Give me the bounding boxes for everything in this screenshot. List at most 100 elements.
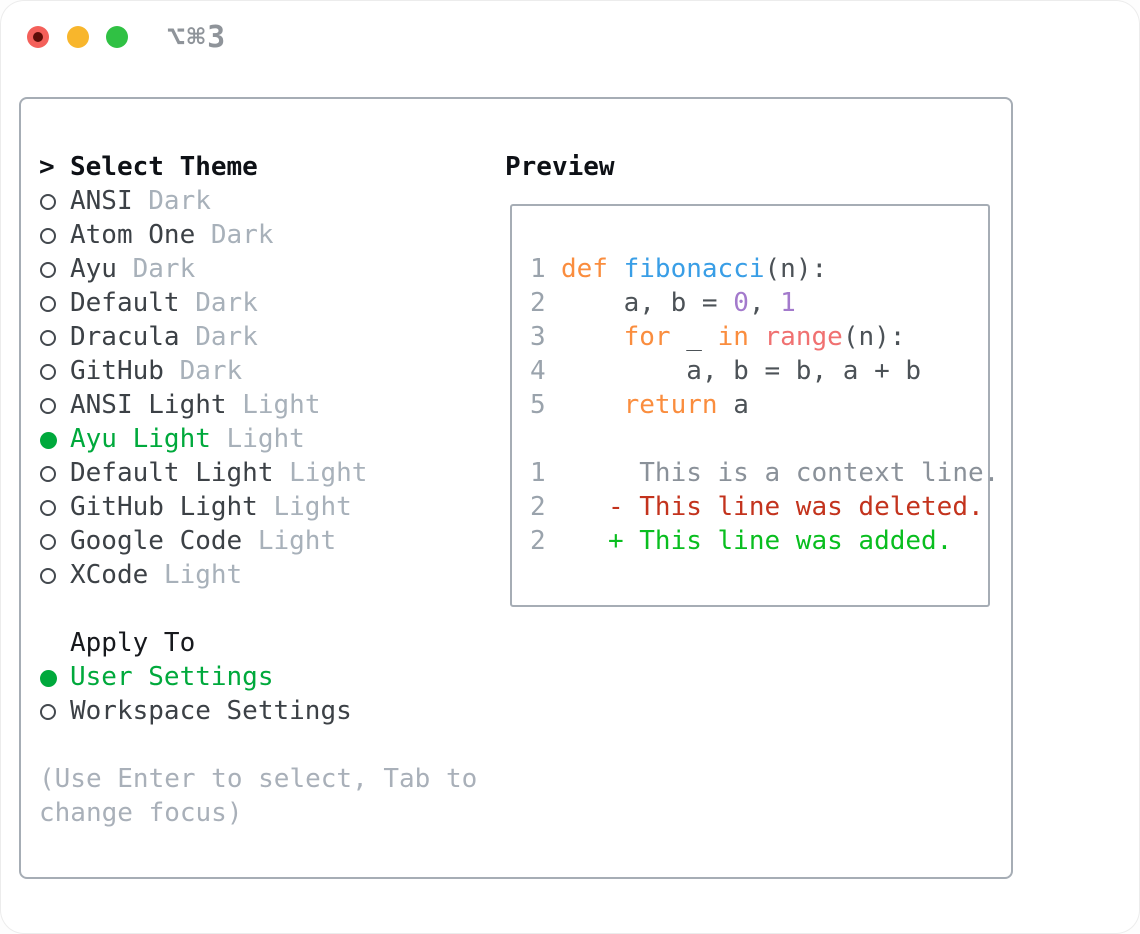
code-token: 0 — [733, 288, 749, 318]
code-line: 2 - This line was deleted. — [530, 490, 999, 524]
select-theme-header: > Select Theme — [39, 150, 489, 184]
radio-icon — [39, 321, 70, 355]
radio-icon — [39, 695, 70, 729]
theme-item-atom-one[interactable]: Atom One Dark — [39, 218, 489, 252]
code-line: 2 + This line was added. — [530, 524, 999, 558]
code-token: a, b = — [561, 288, 734, 318]
theme-variant: Dark — [116, 254, 196, 284]
radio-icon — [39, 185, 70, 219]
minimize-button[interactable] — [67, 26, 89, 48]
theme-name: XCode — [70, 560, 149, 590]
code-line: 3 for _ in range(n): — [530, 320, 999, 354]
code-token: + This line was added. — [561, 526, 953, 556]
code-line: 2 a, b = 0, 1 — [530, 286, 999, 320]
code-token: a — [717, 390, 749, 420]
radio-icon — [39, 457, 70, 491]
help-text-line: change focus) — [39, 798, 243, 828]
close-dot-icon — [33, 32, 43, 42]
code-token: def — [561, 254, 608, 284]
apply-to-title: Apply To — [70, 628, 196, 658]
theme-name: ANSI Light — [70, 390, 227, 420]
radio-selected-icon — [39, 661, 70, 695]
code-token: _ — [670, 322, 718, 352]
code-line — [530, 422, 999, 456]
code-token: a, b = b, a + b — [561, 356, 922, 386]
code-line: 5 return a — [530, 388, 999, 422]
code-token: (n): — [764, 254, 828, 284]
code-token: (n): — [842, 322, 906, 352]
theme-item-ayu-light[interactable]: Ayu Light Light — [39, 422, 489, 456]
theme-variant: Light — [226, 390, 321, 420]
theme-variant: Light — [257, 492, 352, 522]
prompt-cursor-icon: > — [39, 152, 55, 182]
theme-name: GitHub — [70, 356, 164, 386]
radio-icon — [39, 253, 70, 287]
theme-name: Atom One — [70, 220, 196, 250]
code-token: 1 — [780, 288, 796, 318]
theme-variant: Light — [273, 458, 368, 488]
line-number: 2 — [530, 492, 546, 522]
zoom-button[interactable] — [106, 26, 128, 48]
apply-to-header: Apply To — [39, 626, 489, 660]
theme-item-github-light[interactable]: GitHub Light Light — [39, 490, 489, 524]
theme-name: ANSI — [70, 186, 133, 216]
theme-variant: Light — [148, 560, 243, 590]
radio-icon — [39, 389, 70, 423]
select-theme-title: Select Theme — [70, 152, 258, 182]
radio-icon — [39, 355, 70, 389]
code-token — [561, 322, 624, 352]
theme-name: Ayu Light — [70, 424, 211, 454]
apply-option-user-settings[interactable]: User Settings — [39, 660, 489, 694]
titlebar: ⌥⌘3 — [0, 0, 1140, 70]
theme-item-ayu[interactable]: Ayu Dark — [39, 252, 489, 286]
theme-name: Ayu — [70, 254, 117, 284]
preview-header: Preview — [505, 152, 615, 182]
theme-item-default[interactable]: Default Dark — [39, 286, 489, 320]
theme-item-ansi-light[interactable]: ANSI Light Light — [39, 388, 489, 422]
theme-variant: Light — [242, 526, 337, 556]
code-token: , — [748, 288, 781, 318]
code-token — [749, 322, 765, 352]
radio-selected-icon — [39, 423, 70, 457]
theme-name: Google Code — [70, 526, 243, 556]
close-button[interactable] — [27, 26, 49, 48]
radio-icon — [39, 525, 70, 559]
code-token: return — [623, 390, 718, 420]
radio-icon — [39, 559, 70, 593]
theme-item-google-code[interactable]: Google Code Light — [39, 524, 489, 558]
code-line: 1 This is a context line. — [530, 456, 999, 490]
theme-item-ansi[interactable]: ANSI Dark — [39, 184, 489, 218]
theme-name: Default — [70, 288, 180, 318]
code-token: in — [717, 322, 749, 352]
apply-option-label: Workspace Settings — [70, 696, 352, 726]
line-number: 2 — [530, 526, 546, 556]
window-title: ⌥⌘3 — [167, 20, 228, 55]
theme-item-dracula[interactable]: Dracula Dark — [39, 320, 489, 354]
line-number: 5 — [530, 390, 546, 420]
theme-item-default-light[interactable]: Default Light Light — [39, 456, 489, 490]
theme-name: Default Light — [70, 458, 274, 488]
apply-option-label: User Settings — [70, 662, 274, 692]
radio-icon — [39, 287, 70, 321]
code-token: fibonacci — [623, 254, 765, 284]
theme-item-xcode[interactable]: XCode Light — [39, 558, 489, 592]
line-number: 4 — [530, 356, 546, 386]
theme-name: GitHub Light — [70, 492, 258, 522]
theme-item-github[interactable]: GitHub Dark — [39, 354, 489, 388]
theme-variant: Dark — [179, 288, 258, 318]
apply-option-workspace-settings[interactable]: Workspace Settings — [39, 694, 489, 728]
code-line: 4 a, b = b, a + b — [530, 354, 999, 388]
radio-icon — [39, 491, 70, 525]
radio-icon — [39, 219, 70, 253]
code-token: This is a context line. — [561, 458, 1000, 488]
theme-variant: Dark — [179, 322, 258, 352]
help-text-line: (Use Enter to select, Tab to — [39, 764, 478, 794]
